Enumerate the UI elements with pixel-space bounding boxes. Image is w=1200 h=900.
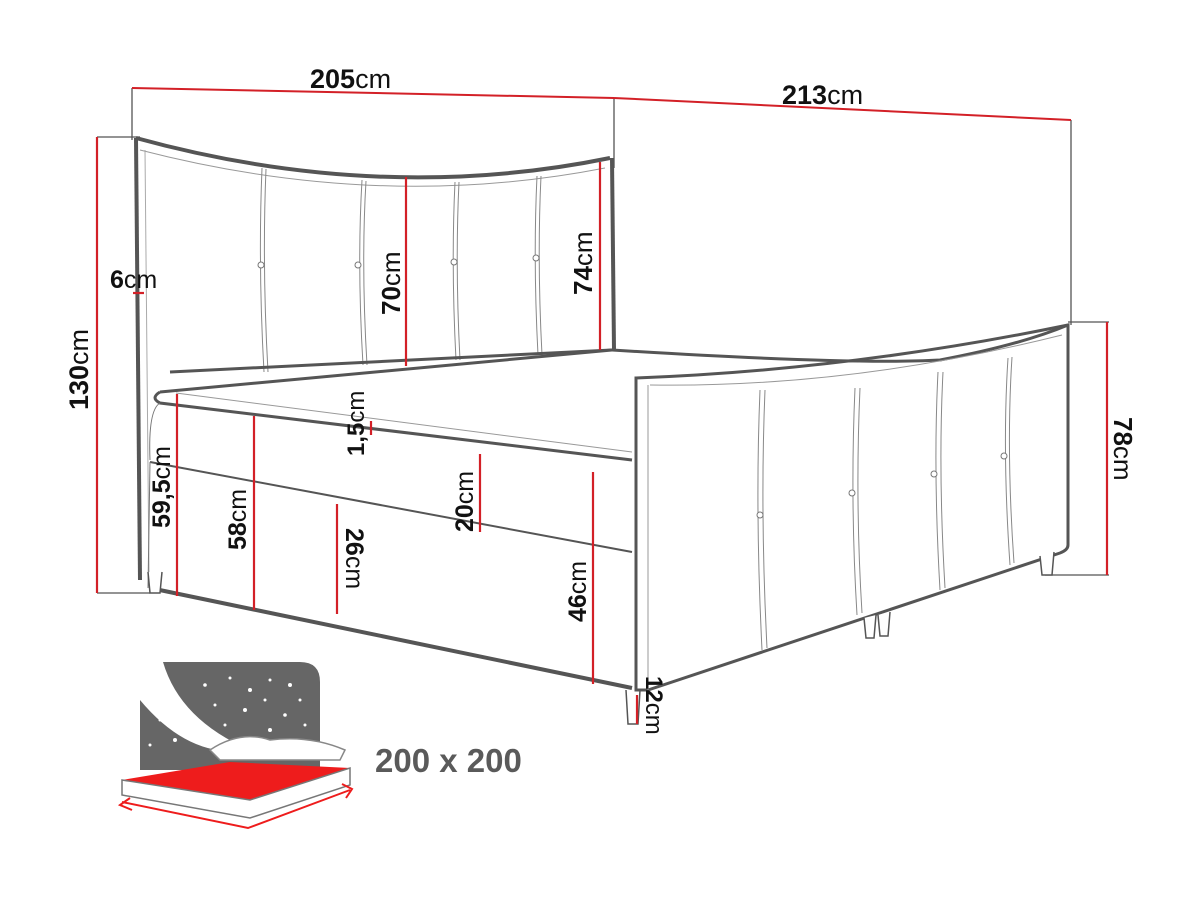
dim-width: 205cm bbox=[310, 64, 392, 94]
dim-headboard-side-height: 74cm bbox=[568, 231, 598, 295]
dim-sleeping-height: 59,5cm bbox=[148, 446, 176, 528]
dim-base-top-height: 46cm bbox=[564, 560, 592, 622]
dim-length: 213cm bbox=[782, 80, 864, 110]
sleeping-area-size: 200 x 200 bbox=[375, 742, 522, 779]
dim-headboard-thickness: 6cm bbox=[110, 266, 158, 294]
dim-leg-height: 12cm bbox=[640, 676, 667, 735]
footboard bbox=[611, 323, 1070, 692]
dim-mattress-top-height: 58cm bbox=[224, 488, 252, 550]
dim-base-box-height: 26cm bbox=[340, 528, 368, 590]
headboard bbox=[134, 136, 616, 581]
extension-lines bbox=[97, 88, 1109, 594]
dim-footboard-height: 78cm bbox=[1108, 417, 1138, 481]
bed-base bbox=[147, 348, 641, 725]
bed-night-icon bbox=[117, 662, 354, 830]
dimension-lines-top bbox=[131, 87, 1072, 121]
dim-mattress-thickness: 20cm bbox=[451, 470, 479, 532]
dimension-lines bbox=[95, 137, 1109, 724]
dim-topper-thickness: 1,5cm bbox=[343, 390, 370, 456]
dim-total-height: 130cm bbox=[64, 328, 94, 410]
dim-headboard-panel-height: 70cm bbox=[376, 251, 406, 315]
